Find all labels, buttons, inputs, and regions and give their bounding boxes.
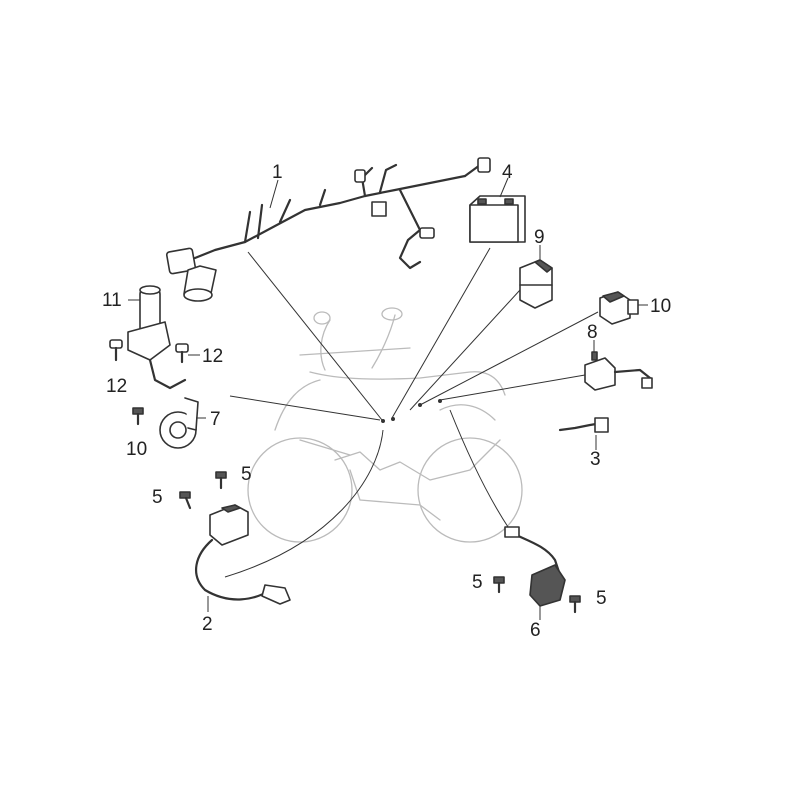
- bolt-part-a[interactable]: [109, 339, 123, 362]
- callout-1: 1: [272, 162, 283, 183]
- callout-6: 6: [530, 620, 541, 641]
- screw-5-right[interactable]: [569, 595, 581, 614]
- leader-lines: [224, 247, 599, 578]
- screw-5-lower[interactable]: [493, 576, 505, 594]
- starter-relay-part[interactable]: [584, 340, 653, 391]
- callout-11: 11: [102, 290, 122, 311]
- horn-part[interactable]: [159, 397, 206, 449]
- callout-12-left: 12: [106, 376, 127, 397]
- callout-10-left: 10: [126, 439, 147, 460]
- screw-part[interactable]: [132, 407, 144, 426]
- screw-5-upper[interactable]: [215, 471, 227, 490]
- callout-5-left: 5: [152, 487, 163, 508]
- callout-7: 7: [210, 409, 221, 430]
- wiring-harness-part[interactable]: [165, 157, 491, 302]
- callout-8: 8: [587, 322, 598, 343]
- callout-4: 4: [502, 162, 513, 183]
- callout-9: 9: [534, 227, 545, 248]
- relay-block-part[interactable]: [519, 245, 553, 309]
- bolt-part-b[interactable]: [175, 343, 200, 364]
- scooter-silhouette: [247, 307, 523, 543]
- ignition-coil-part[interactable]: [195, 504, 291, 612]
- callout-5-lower: 5: [472, 572, 483, 593]
- callout-5-upper: 5: [241, 464, 252, 485]
- callout-3: 3: [590, 449, 601, 470]
- callout-2: 2: [202, 614, 213, 635]
- ground-wire-part[interactable]: [558, 417, 609, 450]
- ignition-switch-part[interactable]: [127, 285, 187, 390]
- callout-10-right: 10: [650, 296, 671, 317]
- callout-5-right: 5: [596, 588, 607, 609]
- screw-5-left[interactable]: [179, 491, 192, 510]
- flasher-relay-part[interactable]: [599, 291, 648, 325]
- callout-12-right: 12: [202, 346, 223, 367]
- callout-labels: 1 4 9 10 8 3 11 12 12 7 10 5 5 5 5 2 6: [102, 162, 671, 641]
- regulator-part[interactable]: [504, 526, 566, 620]
- battery-part[interactable]: [469, 177, 526, 243]
